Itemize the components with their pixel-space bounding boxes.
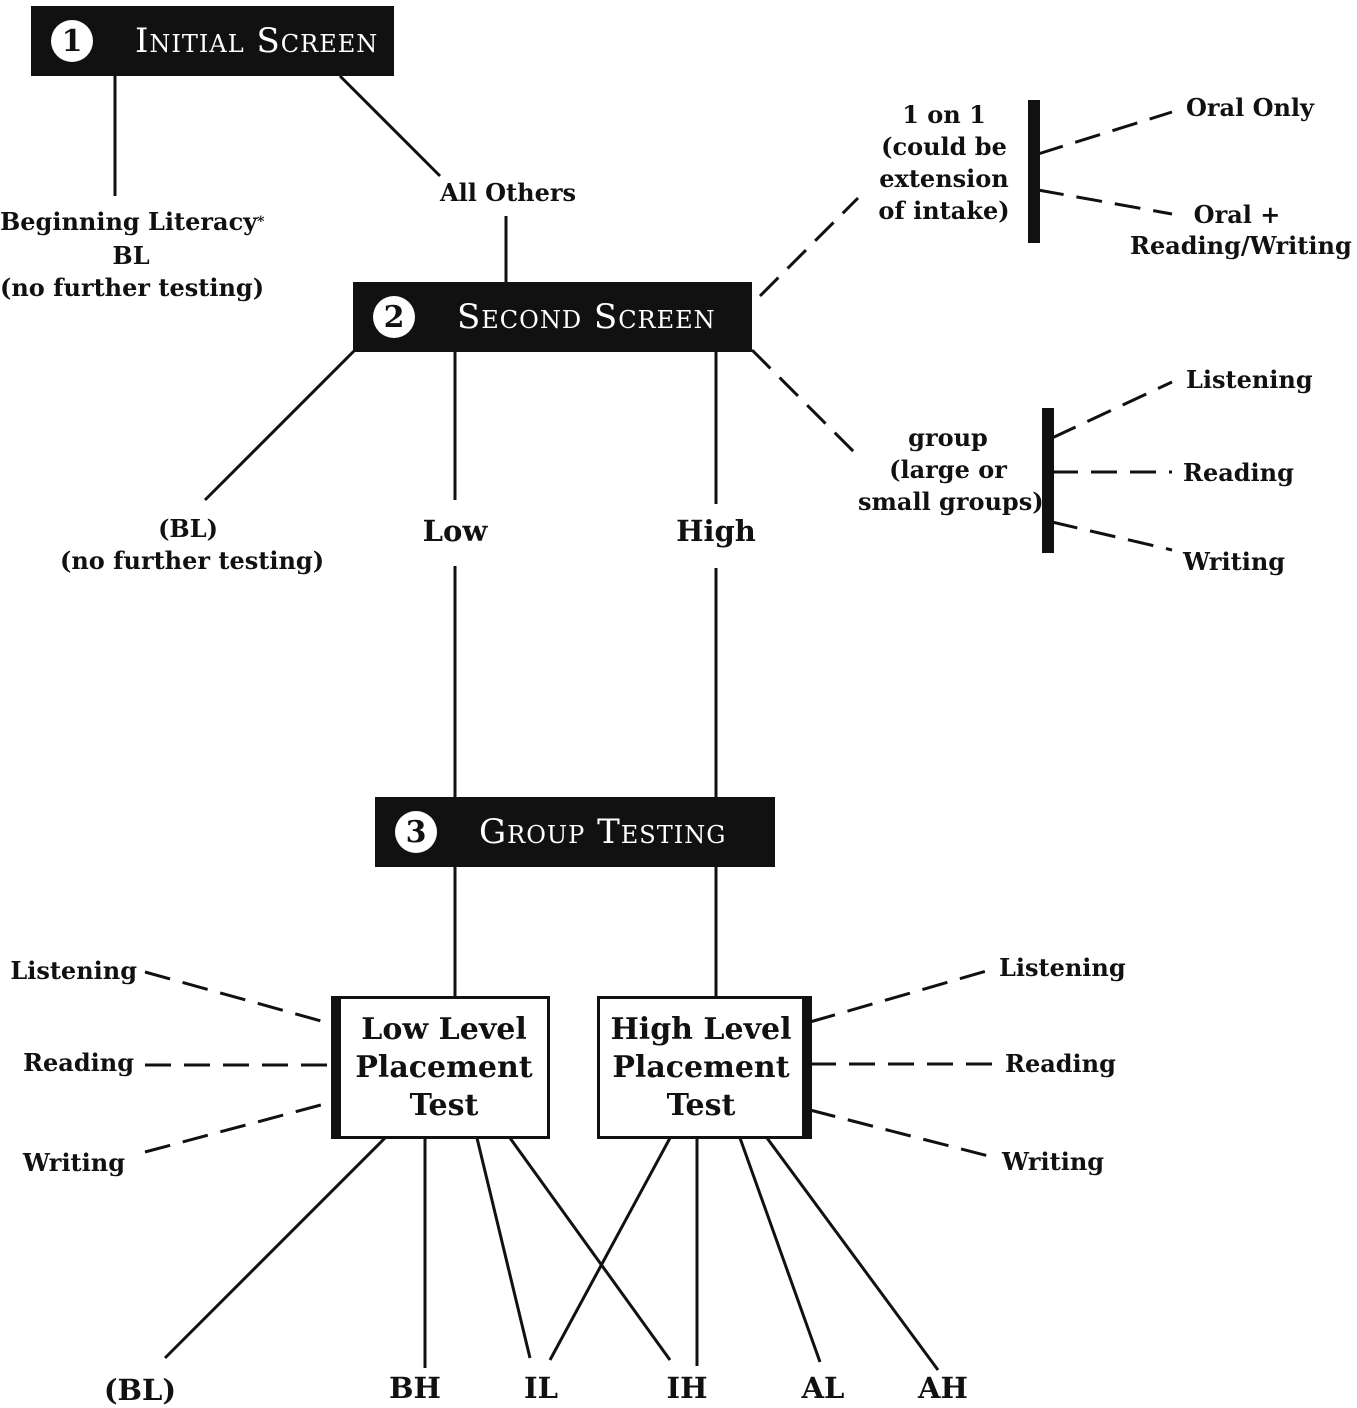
high-test-listening-label: Listening [999, 953, 1126, 982]
group-testing-title: Group Testing [479, 812, 727, 852]
high-to-ah-line [765, 1137, 940, 1371]
dashed-high-writing [809, 1108, 997, 1160]
dashed-high-listening [809, 968, 991, 1024]
outcome-bl: (BL) [103, 1373, 177, 1407]
dashed-low-listening [144, 970, 333, 1026]
connector-to-bl [203, 348, 357, 502]
dashed-group-writing [1051, 520, 1173, 552]
low-level-placement-test-box: Low Level Placement Test [331, 996, 550, 1139]
beginning-literacy-text: Beginning Literacy [0, 207, 258, 236]
bl-initial-label: BL [112, 241, 150, 270]
initial-screen-banner: 1 Initial Screen [31, 6, 394, 76]
high-to-al-line [738, 1137, 822, 1363]
dashed-low-writing [144, 1100, 333, 1154]
asterisk-footnote-mark: * [257, 214, 265, 230]
group-line-1: group [908, 423, 988, 452]
oral-only-label: Oral Only [1186, 93, 1314, 122]
outcome-al: AL [801, 1371, 845, 1405]
group-listening-label: Listening [1186, 365, 1313, 394]
one-on-one-line-2: (could be [881, 132, 1007, 161]
initial-screen-title: Initial Screen [135, 21, 379, 61]
outcome-ih: IH [666, 1371, 708, 1405]
oral-plus-label: Oral + [1193, 200, 1281, 229]
group-testing-banner: 3 Group Testing [375, 797, 775, 867]
step-1-badge: 1 [51, 20, 93, 62]
second-screen-banner: 2 Second Screen [353, 282, 752, 352]
low-test-listening-label: Listening [10, 956, 137, 985]
group-line-3: small groups) [858, 487, 1044, 516]
outcome-bh: BH [389, 1371, 441, 1405]
no-further-testing-initial: (no further testing) [0, 273, 265, 302]
beginning-literacy-label: Beginning Literacy* [0, 206, 265, 238]
high-branch-label: High [676, 514, 756, 548]
low-to-ih-line [508, 1137, 672, 1361]
reading-writing-label: Reading/Writing [1130, 231, 1352, 260]
one-on-one-line-1: 1 on 1 [902, 100, 986, 129]
step-3-badge: 3 [395, 811, 437, 853]
step-2-badge: 2 [373, 296, 415, 338]
one-on-one-bracket [1028, 100, 1040, 243]
high-level-placement-test-text: High Level Placement Test [610, 1011, 792, 1123]
group-bracket [1042, 408, 1054, 553]
connector-to-all-others [338, 74, 442, 178]
no-further-testing-second: (no further testing) [60, 546, 325, 575]
high-test-writing-label: Writing [1002, 1147, 1105, 1176]
low-to-il-line [475, 1137, 532, 1359]
high-to-il-line [548, 1137, 672, 1361]
dashed-group-listening [1051, 380, 1173, 440]
group-line-2: (large or [889, 455, 1007, 484]
high-test-reading-label: Reading [1005, 1049, 1116, 1078]
outcome-il: IL [524, 1371, 558, 1405]
low-level-placement-test-text: Low Level Placement Test [355, 1011, 533, 1123]
outcome-ah: AH [918, 1371, 968, 1405]
dashed-to-group [750, 348, 860, 458]
second-screen-title: Second Screen [457, 297, 716, 337]
group-writing-label: Writing [1183, 547, 1286, 576]
group-reading-label: Reading [1183, 458, 1294, 487]
dashed-oral-reading-writing [1037, 188, 1173, 216]
low-test-reading-label: Reading [23, 1048, 134, 1077]
dashed-to-one-on-one [758, 196, 860, 298]
low-to-bl-line [163, 1136, 387, 1360]
one-on-one-line-3: extension [879, 164, 1009, 193]
one-on-one-line-4: of intake) [878, 196, 1010, 225]
high-level-placement-test-box: High Level Placement Test [597, 996, 812, 1139]
all-others-label: All Others [439, 178, 577, 207]
dashed-oral-only [1037, 110, 1173, 156]
bl-second-label: (BL) [158, 514, 218, 543]
low-test-writing-label: Writing [22, 1148, 125, 1177]
low-branch-label: Low [422, 514, 488, 548]
